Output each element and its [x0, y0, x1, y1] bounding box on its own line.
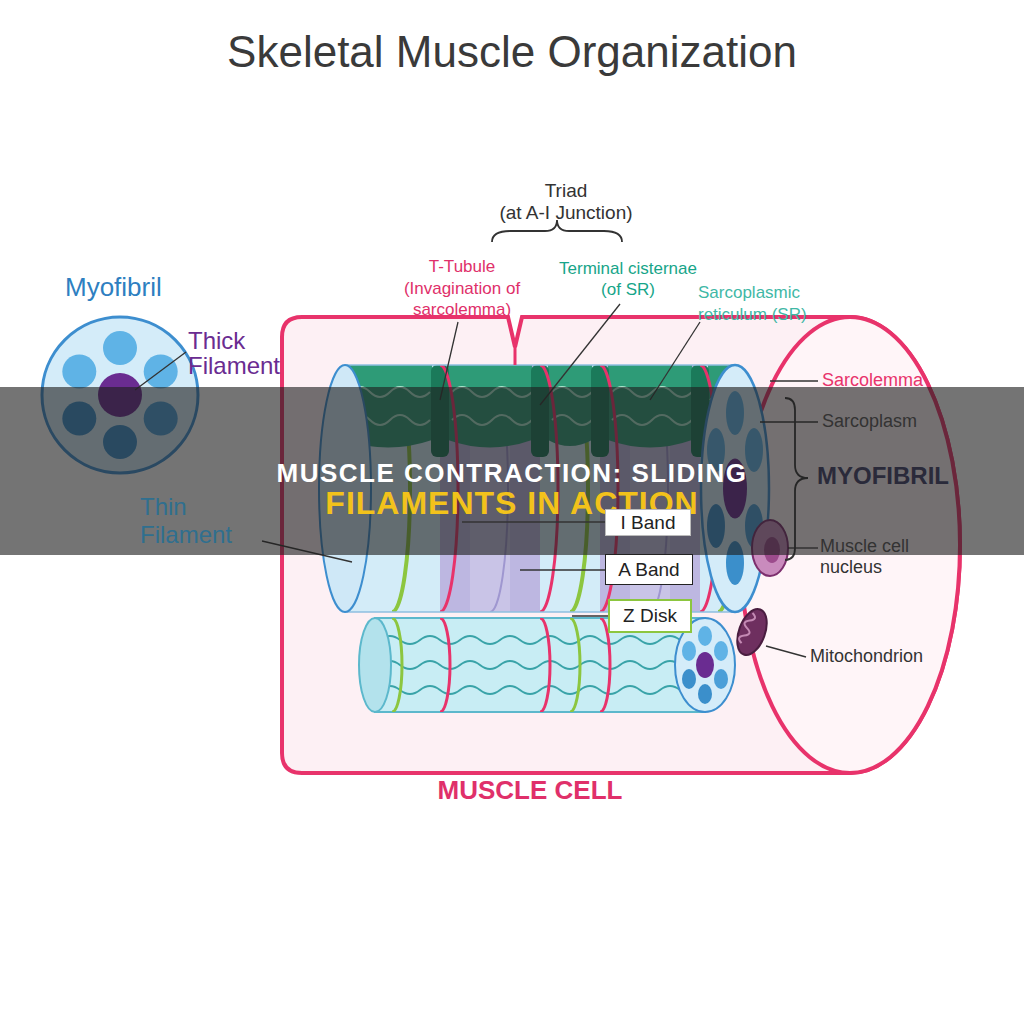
- thin-filament-dot: [62, 355, 96, 389]
- part-label: Mitochondrion: [810, 646, 923, 668]
- leader-line: [770, 380, 818, 381]
- banner-heading: MUSCLE CONTRACTION: SLIDING: [12, 458, 1012, 489]
- disk-label-box: Z Disk: [608, 599, 692, 633]
- part-label: Muscle cell nucleus: [820, 536, 925, 578]
- leader-line: [572, 615, 608, 616]
- sr-tubule-wave: [380, 686, 700, 694]
- band-label-box: I Band: [605, 509, 691, 536]
- part-label: Sarcoplasm: [822, 411, 917, 433]
- myofibril-end: [359, 618, 391, 712]
- diagram-title: Skeletal Muscle Organization: [0, 26, 1024, 79]
- part-label: T-Tubule: [382, 257, 542, 277]
- part-label: Thin Filament: [140, 493, 250, 549]
- thin-filament-dot: [714, 641, 728, 661]
- leader-line: [766, 646, 806, 657]
- part-note: (of SR): [568, 280, 688, 300]
- part-label: Myofibril: [65, 272, 162, 303]
- triad-bracket: [492, 220, 622, 242]
- part-label: MYOFIBRIL: [817, 462, 949, 491]
- sr-tubule-wave: [380, 661, 700, 669]
- group-note: (at A-I Junction): [466, 202, 666, 225]
- part-label: Terminal cisternae: [538, 259, 718, 279]
- group-label: Triad: [466, 180, 666, 203]
- mitochondrion-cristae: [738, 612, 756, 645]
- thin-filament-dot: [682, 641, 696, 661]
- leader-line: [135, 352, 186, 390]
- thin-filament-dot: [698, 684, 712, 704]
- part-label: Sarcoplasmic reticulum (SR): [698, 282, 848, 326]
- t-tubule-opening: [514, 347, 517, 365]
- mitochondrion: [732, 605, 773, 659]
- sr-tubule-wave: [380, 636, 700, 644]
- box-text: A Band: [618, 559, 679, 581]
- figure-label: MUSCLE CELL: [330, 775, 730, 806]
- band-label-box: A Band: [605, 554, 693, 585]
- part-note: (Invagination of sarcolemma): [401, 278, 523, 320]
- thick-filament-dot: [696, 652, 714, 678]
- thin-filament-dot: [698, 626, 712, 646]
- leader-line: [520, 569, 605, 570]
- thin-filament-dot: [714, 669, 728, 689]
- box-text: Z Disk: [623, 605, 677, 627]
- box-text: I Band: [621, 512, 676, 534]
- thin-filament-dot: [682, 669, 696, 689]
- z-disk-line: [392, 618, 402, 712]
- part-label: Sarcolemma: [822, 370, 923, 392]
- t-tubule: [440, 618, 450, 712]
- thin-filament-dot: [103, 331, 137, 365]
- title-banner: [0, 387, 1024, 555]
- z-disk-line: [570, 618, 580, 712]
- part-label: Thick Filament: [188, 328, 298, 378]
- t-tubule: [540, 618, 550, 712]
